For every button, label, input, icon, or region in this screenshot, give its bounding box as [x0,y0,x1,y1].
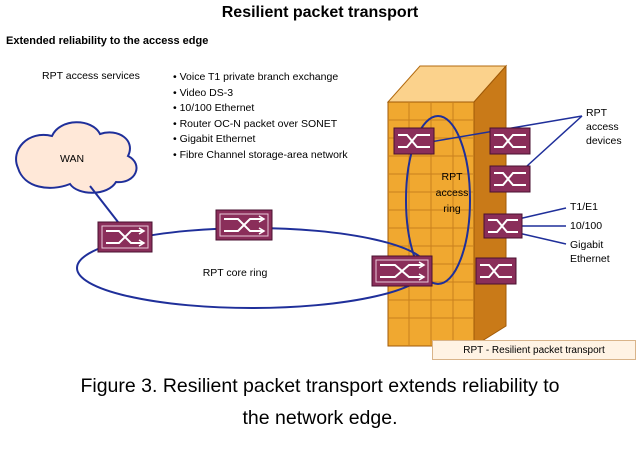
switch-icon [215,209,273,241]
switch-icon [371,255,433,287]
network-diagram: WAN RPT core ring RPT access ring [15,64,622,347]
service-item: Voice T1 private branch exchange [173,70,348,86]
services-list: Voice T1 private branch exchange Video D… [173,70,348,164]
switch-icon [97,221,153,253]
service-item: Video DS-3 [173,86,348,102]
access-ring-label: RPT [442,171,464,183]
diagram-subtitle: Extended reliability to the access edge [6,35,209,47]
port-label: Ethernet [570,253,610,265]
switch-icon [393,127,435,155]
access-devices-label: RPT [586,107,608,119]
service-item: Fibre Channel storage-area network [173,148,348,164]
port-label: Gigabit [570,239,603,251]
access-ring [405,115,471,285]
switch-icon [475,257,517,285]
switch-icon [489,165,531,193]
access-ring-label: ring [443,203,461,215]
access-ring-label: access [436,187,469,199]
legend: RPT - Resilient packet transport [432,340,636,360]
wan-link [89,185,119,223]
figure-caption: Figure 3. Resilient packet transport ext… [0,370,640,434]
access-devices-label: access [586,121,619,133]
access-devices-label: devices [586,135,622,147]
diagram-title: Resilient packet transport [221,4,419,21]
services-label: RPT access services [42,70,140,82]
port-label: T1/E1 [570,201,598,213]
caption-line: Figure 3. Resilient packet transport ext… [80,375,560,397]
wan-label: WAN [60,153,84,165]
switch-icon [489,127,531,155]
wan-cloud: WAN [15,121,138,194]
service-item: Router OC-N packet over SONET [173,117,348,133]
switch-icon [483,213,523,239]
core-ring-label: RPT core ring [203,267,268,279]
caption-line: the network edge. [242,407,398,429]
service-item: Gigabit Ethernet [173,132,348,148]
port-label: 10/100 [570,220,602,232]
service-item: 10/100 Ethernet [173,101,348,117]
